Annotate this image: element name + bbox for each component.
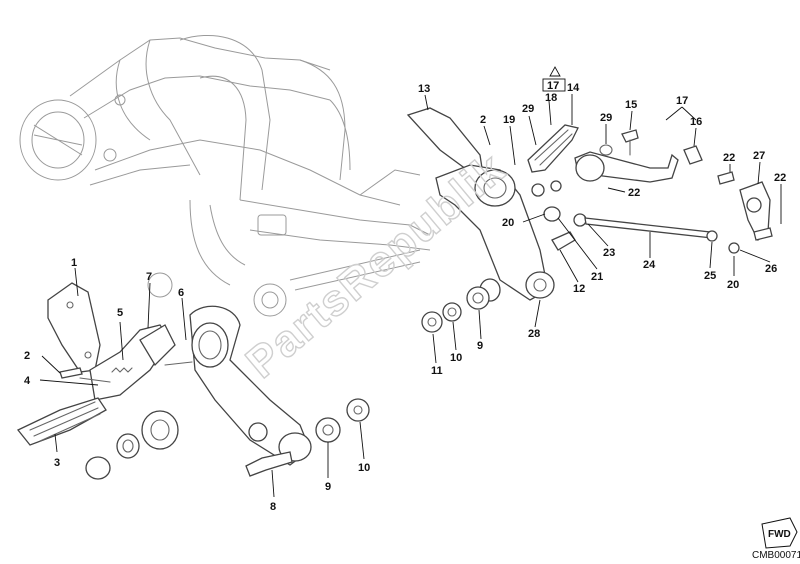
watermark: PartsRepublik xyxy=(236,143,515,389)
callout-5: 5 xyxy=(117,307,123,319)
callout-7: 7 xyxy=(146,271,152,283)
callout-6: 6 xyxy=(178,287,184,299)
callout-26: 26 xyxy=(765,263,777,275)
callout-23: 23 xyxy=(603,247,615,259)
bolt xyxy=(245,451,293,477)
footpeg xyxy=(16,397,107,446)
heel-guard-right xyxy=(406,107,483,173)
callout-numbers: 1 2 5 4 3 7 6 8 9 10 13 2 19 29 17 18 14… xyxy=(24,66,786,513)
callout-18: 18 xyxy=(545,92,557,104)
callout-20: 20 xyxy=(727,279,739,291)
fwd-label: FWD xyxy=(768,529,791,540)
callout-27: 27 xyxy=(753,150,765,162)
callout-9: 9 xyxy=(325,481,331,493)
screw xyxy=(59,367,83,379)
callout-21: 21 xyxy=(591,271,603,283)
callout-8: 8 xyxy=(270,501,276,513)
fwd-arrow-badge: FWD xyxy=(761,517,798,549)
left-footpeg-assembly xyxy=(16,282,370,480)
callout-28: 28 xyxy=(528,328,540,340)
callout-22: 22 xyxy=(628,187,640,199)
callout-13: 13 xyxy=(418,83,430,95)
callout-3: 3 xyxy=(54,457,60,469)
callout-29: 29 xyxy=(600,112,612,124)
triangle-badge: 17 xyxy=(542,66,566,92)
callout-11: 11 xyxy=(431,365,443,377)
right-rearset-assembly xyxy=(406,107,773,333)
svg-text:PartsRepublik: PartsRepublik xyxy=(237,143,515,387)
callout-24: 24 xyxy=(643,259,656,271)
spring xyxy=(111,367,133,373)
callout-2: 2 xyxy=(480,114,486,126)
callout-14: 14 xyxy=(567,82,580,94)
leader-lines xyxy=(39,94,782,498)
callout-22: 22 xyxy=(774,172,786,184)
callout-9: 9 xyxy=(477,340,483,352)
callout-10: 10 xyxy=(358,462,370,474)
callout-19: 19 xyxy=(503,114,515,126)
frame-outline xyxy=(19,34,431,317)
callout-4: 4 xyxy=(24,375,31,387)
callout-2: 2 xyxy=(24,350,30,362)
callout-22: 22 xyxy=(723,152,735,164)
callout-20: 20 xyxy=(502,217,514,229)
callout-17: 17 xyxy=(547,80,559,92)
callout-29: 29 xyxy=(522,103,534,115)
callout-15: 15 xyxy=(625,99,637,111)
callout-12: 12 xyxy=(573,283,585,295)
callout-1: 1 xyxy=(71,257,77,269)
callout-10: 10 xyxy=(450,352,462,364)
callout-25: 25 xyxy=(704,270,716,282)
callout-16: 16 xyxy=(690,116,702,128)
callout-17: 17 xyxy=(676,95,688,107)
drawing-code: CMB00071 xyxy=(752,550,800,561)
heel-guard xyxy=(47,282,101,373)
linkage-rod xyxy=(584,217,713,239)
